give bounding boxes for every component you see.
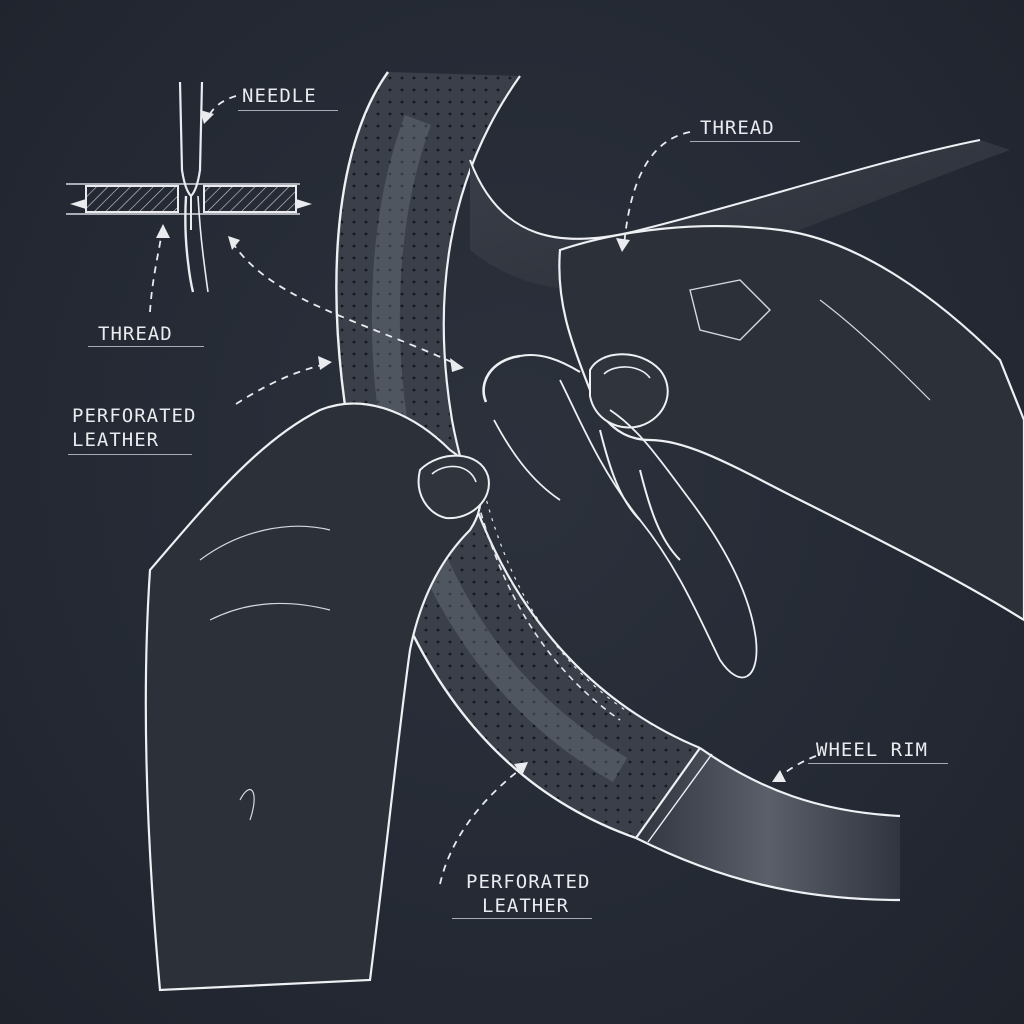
- leader-cross-to-needle: [231, 241, 457, 365]
- label-thread-top: THREAD: [700, 117, 775, 139]
- underline-wheel-rim: [808, 763, 948, 764]
- stitch-seam: [469, 469, 621, 721]
- underline-perforated-left: [68, 454, 192, 455]
- leather-layer-left: [86, 186, 178, 212]
- arrow-cross-end-icon: [450, 358, 464, 372]
- right-thumbnail: [603, 366, 651, 379]
- underline-needle: [238, 110, 338, 111]
- arrow-thread-top-icon: [616, 238, 630, 252]
- curved-needle: [482, 354, 521, 403]
- bare-rim: [636, 748, 900, 900]
- underline-perforated-bottom: [452, 918, 592, 919]
- arrow-perforated-bottom-icon: [514, 762, 528, 776]
- leader-wheel-rim: [777, 755, 817, 779]
- leader-perforated-left: [235, 363, 327, 405]
- cross-section-inset: [66, 81, 312, 293]
- label-perforated-leather-left: PERFORATED LEATHER: [72, 404, 196, 452]
- right-thumb: [589, 353, 669, 429]
- left-hand: [144, 402, 490, 992]
- label-thread-left: THREAD: [98, 323, 173, 345]
- leader-perforated-bottom: [439, 767, 523, 885]
- clamp-right-icon: [296, 199, 312, 209]
- needle-shape: [178, 81, 204, 198]
- arrow-wheel-rim-icon: [772, 770, 786, 782]
- right-hand: [482, 224, 1024, 679]
- label-perforated-bottom-line2: LEATHER: [482, 895, 570, 917]
- label-needle: NEEDLE: [242, 85, 317, 107]
- wheel-rim: [335, 71, 901, 902]
- arrow-cross-start-icon: [228, 236, 240, 250]
- leader-thread-top: [623, 131, 691, 247]
- leader-thread-left: [149, 231, 163, 313]
- arrow-perforated-left-icon: [318, 356, 332, 370]
- arrowheads: [156, 110, 786, 782]
- label-perforated-leather-bottom: PERFORATED LEATHER: [466, 870, 590, 918]
- label-wheel-rim: WHEEL RIM: [816, 739, 928, 761]
- arrow-thread-left-icon: [156, 224, 170, 238]
- underline-thread-left: [88, 346, 204, 347]
- arrow-needle-icon: [200, 110, 214, 124]
- label-perforated-left-line2: LEATHER: [72, 429, 160, 451]
- thread-loop: [559, 379, 758, 679]
- thread-strand: [184, 195, 195, 293]
- leader-needle: [207, 95, 237, 119]
- label-perforated-left-line1: PERFORATED: [72, 405, 197, 427]
- perforated-leather-surface: [336, 72, 700, 838]
- label-perforated-bottom-line1: PERFORATED: [466, 871, 591, 893]
- underline-thread-top: [690, 141, 800, 142]
- left-thumbnail: [431, 465, 477, 483]
- clamp-left-icon: [70, 199, 86, 209]
- leather-layer-right: [204, 186, 296, 212]
